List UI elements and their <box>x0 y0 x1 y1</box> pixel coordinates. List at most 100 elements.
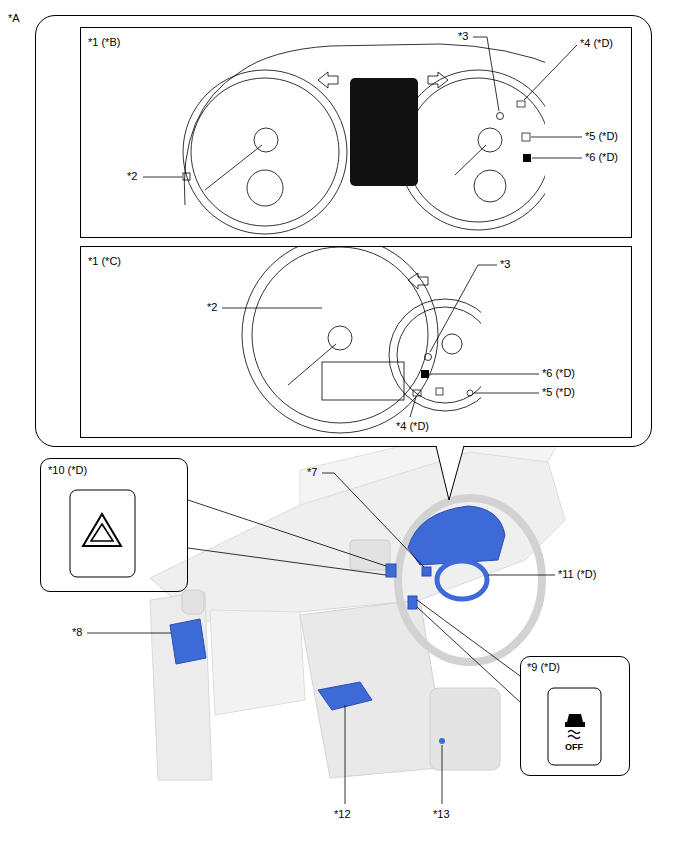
callout-tail-outline <box>436 446 464 500</box>
callout-number: *12 <box>334 808 351 821</box>
callout-tail-fill <box>436 445 464 500</box>
display <box>350 78 418 186</box>
sub-dial <box>247 170 283 206</box>
car-symbol <box>567 714 583 722</box>
leader-line <box>532 158 582 159</box>
switch-legend: OFF <box>565 741 583 754</box>
indicator-icon <box>425 354 432 361</box>
gauge-hub <box>328 326 352 350</box>
display <box>322 362 404 400</box>
hazard-symbol <box>91 524 113 541</box>
spiral-cable <box>437 561 487 599</box>
indicator-icon <box>183 173 190 180</box>
callout-number: *11 (*D) <box>558 568 596 581</box>
callout-heading: *1 (*B) <box>88 36 120 49</box>
callout-number: *4 (*D) <box>580 37 613 50</box>
leader-line <box>188 500 386 566</box>
leader-line <box>524 45 577 100</box>
callout-panel: *A*1 (*B)*1 (*C) <box>35 15 652 447</box>
leader-line <box>410 397 416 417</box>
needle <box>205 145 262 190</box>
leader-line <box>417 607 520 702</box>
gauge-rim <box>389 299 481 411</box>
callout-number: *7 <box>307 466 317 479</box>
detail-box: *10 (*D) <box>40 458 188 592</box>
leader-line <box>488 575 555 576</box>
panel-ground <box>35 15 652 447</box>
leader-line <box>417 600 520 676</box>
leader-line <box>87 633 171 634</box>
indicator-icon <box>522 133 530 141</box>
leader-line <box>322 473 424 567</box>
detail-box: *9 (*D) <box>520 656 630 776</box>
turn-arrow <box>428 72 448 88</box>
callout-number: *6 (*D) <box>542 367 575 380</box>
armrest <box>430 688 500 770</box>
gauge-rim <box>183 70 347 234</box>
needle <box>288 344 336 385</box>
callout-number: *2 <box>207 301 217 314</box>
gauge-face <box>191 78 339 226</box>
gauge-hub <box>442 334 462 354</box>
leader-line <box>143 177 182 178</box>
leader-line <box>345 705 346 804</box>
hazard-symbol <box>83 514 121 546</box>
callout-number: *2 <box>127 170 137 183</box>
steering-wheel <box>398 498 542 662</box>
trc-switch-part <box>408 596 417 609</box>
callout-number: *3 <box>458 30 468 43</box>
callout-heading: *1 (*C) <box>88 255 121 268</box>
switch-part <box>422 567 431 576</box>
detail-box: *1 (*C) <box>80 246 632 438</box>
leader-line <box>531 137 582 138</box>
hazard-switch-part <box>386 564 396 577</box>
combination-meter <box>408 506 505 565</box>
callout-number: *5 (*D) <box>542 386 575 399</box>
sensor-dot <box>439 738 445 744</box>
ecu-part <box>170 619 206 664</box>
meter-hood <box>184 44 545 205</box>
sub-dial <box>474 170 506 202</box>
gauge-rim <box>398 70 545 230</box>
leader-line <box>430 265 497 352</box>
indicator-icon <box>517 101 525 107</box>
side-vent <box>182 590 204 614</box>
callout-number: *5 (*D) <box>585 130 618 143</box>
indicator-icon <box>523 154 531 162</box>
needle <box>455 145 486 175</box>
callout-number: *4 (*D) <box>396 420 429 433</box>
trc-off-button <box>548 688 601 765</box>
callout-number: *3 <box>500 258 510 271</box>
indicator-icon <box>421 370 429 378</box>
indicator-icon <box>436 388 443 395</box>
leader-line <box>473 37 499 111</box>
turn-arrow <box>408 273 428 289</box>
callout-heading: *9 (*D) <box>527 661 560 674</box>
indicator-icon <box>413 390 421 396</box>
skid-symbol <box>568 731 580 739</box>
leader-line <box>188 548 386 575</box>
callout-heading: *10 (*D) <box>48 464 87 477</box>
gauge-hub <box>478 128 502 152</box>
leader-line <box>442 745 443 804</box>
hazard-button <box>70 490 135 577</box>
callout-heading: *A <box>8 12 20 25</box>
leader-line <box>430 374 539 375</box>
detail-box: *1 (*B) <box>80 27 632 238</box>
callout-number: *8 <box>72 626 82 639</box>
car-symbol <box>565 722 585 727</box>
door-panel <box>150 592 212 780</box>
glove-box <box>210 610 305 715</box>
callout-number: *13 <box>433 808 450 821</box>
gauge-rim <box>242 247 438 433</box>
indicator-icon <box>497 113 504 120</box>
indicator-icon <box>467 390 473 396</box>
turn-arrow <box>318 72 338 88</box>
callout-number: *6 (*D) <box>585 151 618 164</box>
leader-line <box>474 393 539 394</box>
leader-line <box>222 308 322 309</box>
